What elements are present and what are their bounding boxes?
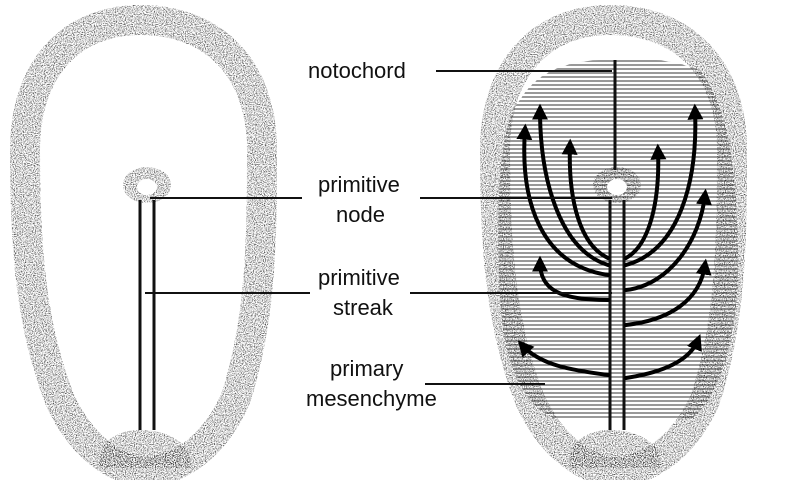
primitive-streak-label-line2: streak	[333, 295, 394, 320]
primitive-node-label-line1: primitive	[318, 172, 400, 197]
primitive-streak-label-line1: primitive	[318, 265, 400, 290]
right-embryo	[495, 20, 738, 472]
left-embryo	[25, 20, 262, 472]
primitive-node-label-line2: node	[336, 202, 385, 227]
primary-mesenchyme-label-line2: mesenchyme	[306, 386, 437, 411]
primary-mesenchyme-label-line1: primary	[330, 356, 403, 381]
left-embryo-outline	[25, 20, 262, 472]
notochord-label: notochord	[308, 58, 406, 83]
